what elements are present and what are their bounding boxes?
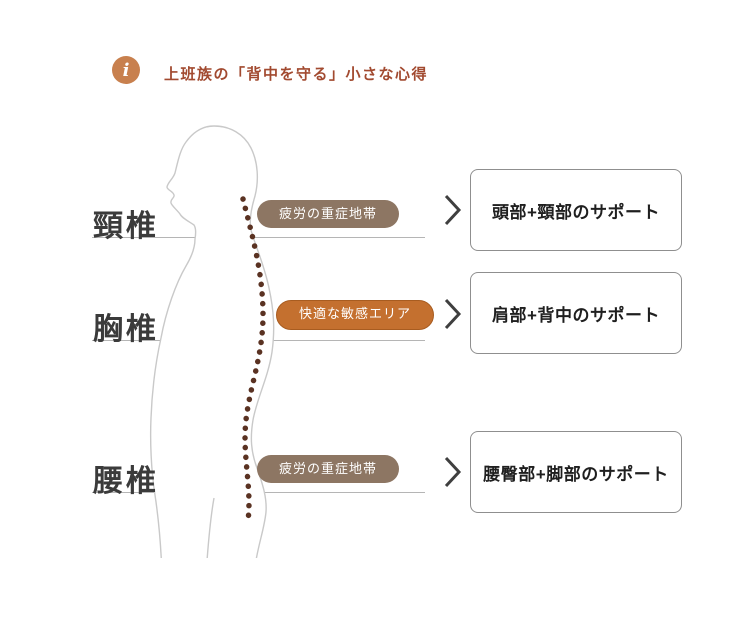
body-illustration: [149, 125, 275, 558]
chevron-right-icon: [444, 456, 462, 488]
spine-dots-curve: [240, 196, 266, 524]
body-silhouette-svg: [149, 125, 275, 558]
zone-pill-thoracic: 快適な敏感エリア: [276, 300, 435, 330]
inner-leg-line: [206, 497, 215, 558]
vertebra-label-thoracic: 胸椎: [93, 313, 159, 346]
zone-pill-lumbar: 疲労の重症地帯: [257, 455, 400, 483]
chevron-right-icon: [444, 194, 462, 226]
zone-pill-cervical: 疲労の重症地帯: [257, 200, 400, 228]
info-icon: i: [112, 56, 140, 84]
support-box-label: 肩部+背中のサポート: [492, 305, 660, 325]
vertebra-label-lumbar: 腰椎: [93, 465, 159, 498]
body-silhouette: [149, 125, 275, 558]
support-box-shoulder-back: 肩部+背中のサポート: [470, 272, 682, 354]
support-box-hip-leg: 腰臀部+脚部のサポート: [470, 431, 682, 513]
support-box-head-neck: 頭部+頸部のサポート: [470, 169, 682, 251]
support-box-label: 腰臀部+脚部のサポート: [483, 464, 669, 484]
support-box-label: 頭部+頸部のサポート: [492, 202, 660, 222]
row-line-cervical: [92, 237, 425, 238]
chevron-right-icon: [444, 298, 462, 330]
vertebra-label-cervical: 頸椎: [93, 210, 159, 243]
page-title: 上班族の「背中を守る」小さな心得: [164, 66, 429, 83]
